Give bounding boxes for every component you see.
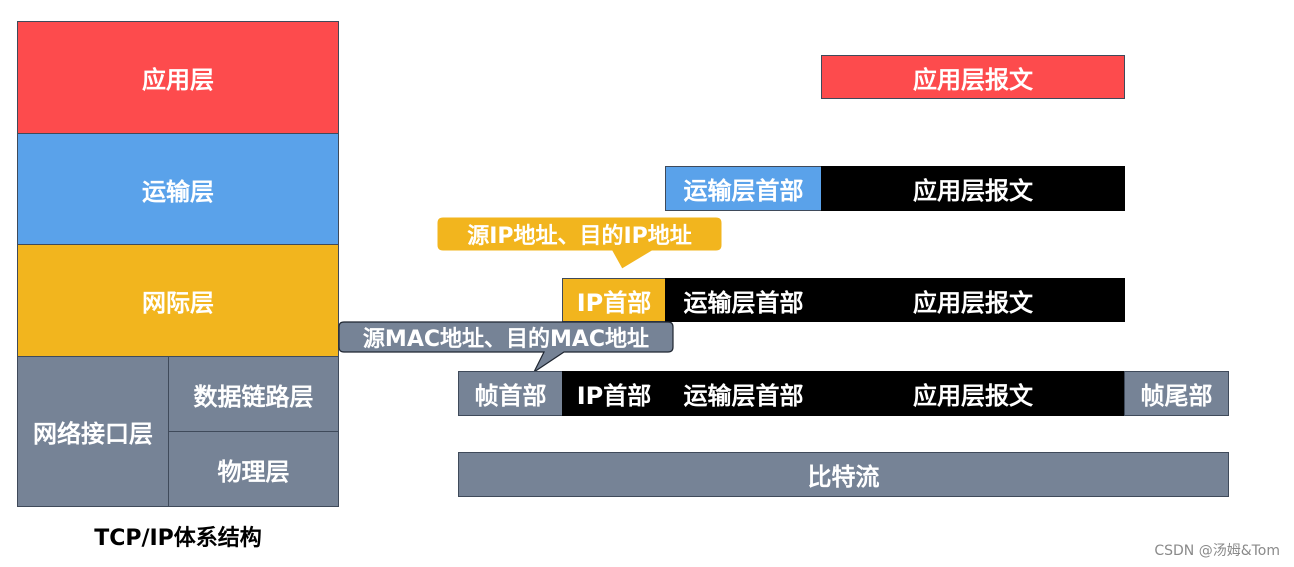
physical-layer: 物理层 bbox=[168, 431, 339, 507]
transport-header-row3: 运输层首部 bbox=[665, 278, 822, 322]
stack-caption: TCP/IP体系结构 bbox=[94, 526, 262, 551]
transport-header-row4: 运输层首部 bbox=[665, 371, 822, 416]
ip-callout-shape bbox=[436, 216, 723, 270]
mac-callout-text: 源MAC地址、目的MAC地址 bbox=[362, 327, 650, 352]
ip-address-callout: 源IP地址、目的IP地址 bbox=[436, 216, 723, 270]
app-message-row2: 应用层报文 bbox=[821, 166, 1125, 211]
ip-header-row3: IP首部 bbox=[562, 278, 666, 322]
app-message-row3: 应用层报文 bbox=[821, 278, 1125, 322]
mac-address-callout: 源MAC地址、目的MAC地址 bbox=[338, 321, 674, 374]
network-interface-layer: 网络接口层 bbox=[17, 356, 169, 507]
data-link-layer: 数据链路层 bbox=[168, 356, 339, 432]
transport-header-row2: 运输层首部 bbox=[665, 166, 822, 211]
ip-callout-text: 源IP地址、目的IP地址 bbox=[467, 224, 692, 249]
frame-header-row4: 帧首部 bbox=[458, 371, 563, 416]
transport-layer: 运输层 bbox=[17, 133, 339, 245]
mac-callout-shape bbox=[338, 321, 674, 374]
app-message-row1: 应用层报文 bbox=[821, 55, 1125, 99]
application-layer: 应用层 bbox=[17, 21, 339, 134]
internet-layer: 网际层 bbox=[17, 244, 339, 357]
frame-trailer-row4: 帧尾部 bbox=[1124, 371, 1229, 416]
watermark: CSDN @汤姆&Tom bbox=[1154, 543, 1280, 559]
ip-header-row4: IP首部 bbox=[562, 371, 666, 416]
app-message-row4: 应用层报文 bbox=[821, 371, 1125, 416]
bitstream-row5: 比特流 bbox=[458, 452, 1229, 497]
